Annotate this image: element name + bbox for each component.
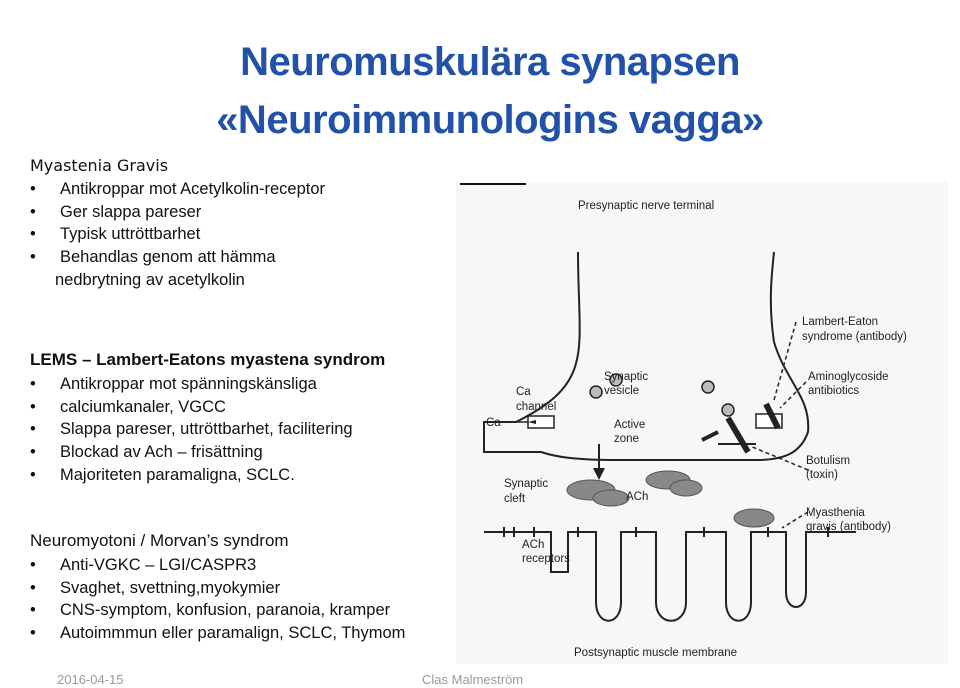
synaptic-cleft-label: cleft: [504, 493, 526, 505]
postsynaptic-label: Postsynaptic muscle membrane: [574, 647, 737, 659]
neuromyotonia-section: Neuromyotoni / Morvan’s syndrom Anti-VGK…: [30, 531, 405, 645]
lambert-eaton-label: syndrome (antibody): [802, 331, 907, 343]
list-item: Anti-VGKC – LGI/CASPR3: [30, 554, 405, 577]
active-zone-label: zone: [614, 433, 639, 445]
lems-section: LEMS – Lambert-Eatons myastena syndrom A…: [30, 350, 385, 487]
footer-author: Clas Malmeström: [422, 672, 524, 687]
botulism-label: Botulism: [806, 455, 850, 467]
list-item: Ger slappa pareser: [30, 201, 325, 224]
list-item: Blockad av Ach – frisättning: [30, 441, 385, 464]
list-item: Majoriteten paramaligna, SCLC.: [30, 464, 385, 487]
list-item: Svaghet, svettning,myokymier: [30, 577, 405, 600]
list-item: Typisk uttröttbarhet: [30, 223, 325, 246]
botulism-label: (toxin): [806, 469, 838, 481]
myasthenia-gravis-label: Myasthenia: [806, 507, 865, 519]
myasthenia-list: Antikroppar mot Acetylkolin-receptor Ger…: [30, 178, 325, 292]
synaptic-cleft-label: Synaptic: [504, 478, 548, 490]
aminoglycoside-label: Aminoglycoside: [808, 371, 889, 383]
ach-receptors-label: receptors: [522, 553, 570, 565]
list-item: Antikroppar mot spänningskänsliga: [30, 373, 385, 396]
ach-label: ACh: [626, 491, 648, 503]
list-item-continuation: nedbrytning av acetylkolin: [55, 270, 245, 289]
botulism-block-icon: [725, 416, 751, 454]
slide-title-line1: Neuromuskulära synapsen: [240, 40, 740, 84]
ca-channel-label: channel: [516, 401, 556, 413]
lems-block-icon: [763, 402, 781, 430]
myasthenia-section: Myastenia Gravis Antikroppar mot Acetylk…: [30, 156, 325, 292]
ach-cloud-icon: [566, 470, 775, 528]
presynaptic-membrane: [483, 251, 810, 461]
slide-title-line2: «Neuroimmunologins vagga»: [216, 98, 764, 142]
lems-list: Antikroppar mot spänningskänsliga calciu…: [30, 373, 385, 487]
synaptic-vesicle-label: Synaptic: [604, 371, 648, 383]
postsynaptic-membrane: [484, 531, 856, 622]
list-item: CNS-symptom, konfusion, paranoia, krampe…: [30, 599, 405, 622]
list-item: calciumkanaler, VGCC: [30, 396, 385, 419]
list-item: Antikroppar mot Acetylkolin-receptor: [30, 178, 325, 201]
myasthenia-heading: Myastenia Gravis: [30, 156, 169, 175]
aminoglycoside-label: antibiotics: [808, 385, 859, 397]
dashed-arrows: [749, 321, 809, 529]
ach-receptors-label: ACh: [522, 539, 544, 551]
list-item: Slappa pareser, uttröttbarhet, faciliter…: [30, 418, 385, 441]
presynaptic-label: Presynaptic nerve terminal: [578, 200, 714, 212]
list-item: Behandlas genom att hämma: [30, 246, 325, 269]
list-item: Autoimmmun eller paramalign, SCLC, Thymo…: [30, 622, 405, 645]
synaptic-vesicle-label: vesicle: [604, 385, 639, 397]
myasthenia-gravis-label: gravis (antibody): [806, 521, 891, 533]
synaptic-vesicles: [589, 373, 735, 417]
footer-date: 2016-04-15: [57, 672, 124, 687]
neuromyotonia-list: Anti-VGKC – LGI/CASPR3 Svaghet, svettnin…: [30, 554, 405, 645]
synapse-diagram: Presynaptic nerve terminal Lambert-Eaton…: [456, 182, 948, 664]
ca-ion-label: Ca: [486, 417, 501, 429]
neuromyotonia-heading: Neuromyotoni / Morvan’s syndrom: [30, 531, 289, 550]
lems-heading: LEMS – Lambert-Eatons myastena syndrom: [30, 350, 386, 369]
lambert-eaton-label: Lambert-Eaton: [802, 316, 878, 328]
ca-channel-label: Ca: [516, 386, 531, 398]
active-zone-label: Active: [614, 419, 645, 431]
ach-receptors: [503, 527, 829, 537]
